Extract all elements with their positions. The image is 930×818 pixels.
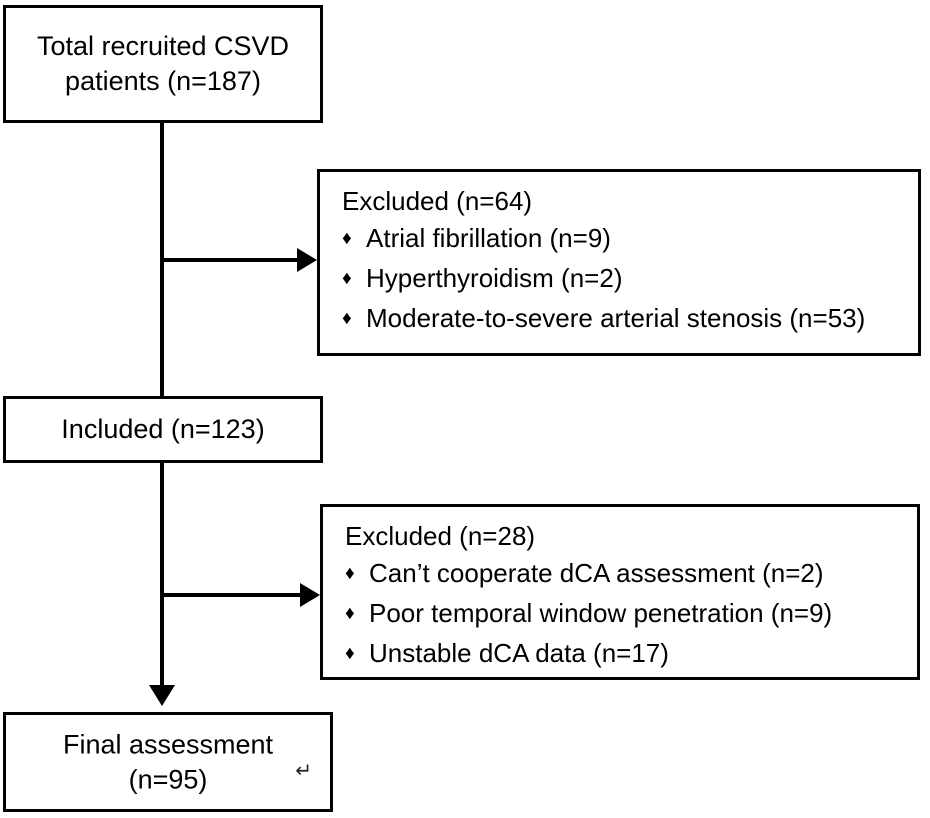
diamond-bullet-icon: ♦	[342, 228, 352, 249]
connector-horizontal-excluded-1	[160, 258, 300, 262]
node-excluded-1-item-0: Atrial fibrillation (n=9)	[366, 223, 611, 253]
node-final-assessment: Final assessment (n=95) ↵	[3, 712, 333, 812]
node-excluded-1-item-1: Hyperthyroidism (n=2)	[366, 262, 623, 293]
node-final-assessment-line1: Final assessment	[62, 729, 274, 760]
list-item: ♦ Moderate-to-severe arterial stenosis (…	[342, 300, 918, 337]
node-total-recruited-text: Total recruited CSVD patients (n=187)	[37, 29, 289, 98]
arrowhead-excluded-1	[297, 248, 317, 272]
list-item: ♦ Unstable dCA data (n=17)	[345, 635, 917, 672]
arrowhead-excluded-2	[300, 583, 320, 607]
node-total-recruited-line1: Total recruited CSVD	[36, 31, 290, 62]
node-excluded-1-title: Excluded (n=64)	[342, 186, 533, 216]
diamond-bullet-icon: ♦	[342, 307, 352, 329]
node-excluded-2: Excluded (n=28) ♦ Can’t cooperate dCA as…	[320, 504, 920, 680]
arrowhead-final-assessment	[149, 685, 175, 706]
node-excluded-2-item-2: Unstable dCA data (n=17)	[369, 637, 669, 668]
node-total-recruited-line2: patients (n=187)	[65, 66, 261, 96]
node-total-recruited: Total recruited CSVD patients (n=187)	[3, 5, 323, 123]
node-final-assessment-text: Final assessment (n=95)	[6, 727, 330, 796]
diamond-bullet-icon: ♦	[345, 563, 355, 584]
list-item: ♦ Atrial fibrillation (n=9)	[342, 220, 918, 257]
diamond-bullet-icon: ♦	[345, 602, 355, 624]
diamond-bullet-icon: ♦	[345, 642, 355, 664]
node-final-assessment-line2: (n=95)	[128, 764, 208, 794]
node-excluded-2-item-0: Can’t cooperate dCA assessment (n=2)	[369, 558, 824, 588]
list-item: ♦ Can’t cooperate dCA assessment (n=2)	[345, 555, 917, 592]
node-excluded-1-item-2: Moderate-to-severe arterial stenosis (n=…	[366, 302, 866, 333]
node-included: Included (n=123)	[3, 396, 323, 463]
node-included-label: Included (n=123)	[61, 414, 265, 445]
node-excluded-2-title: Excluded (n=28)	[345, 521, 536, 551]
list-item: ♦ Poor temporal window penetration (n=9)	[345, 595, 917, 632]
list-item: ♦ Hyperthyroidism (n=2)	[342, 260, 918, 297]
return-symbol-icon: ↵	[295, 760, 312, 782]
diamond-bullet-icon: ♦	[342, 267, 352, 289]
node-excluded-2-item-1: Poor temporal window penetration (n=9)	[369, 597, 833, 628]
connector-horizontal-excluded-2	[160, 593, 303, 597]
node-excluded-1: Excluded (n=64) ♦ Atrial fibrillation (n…	[317, 169, 921, 356]
